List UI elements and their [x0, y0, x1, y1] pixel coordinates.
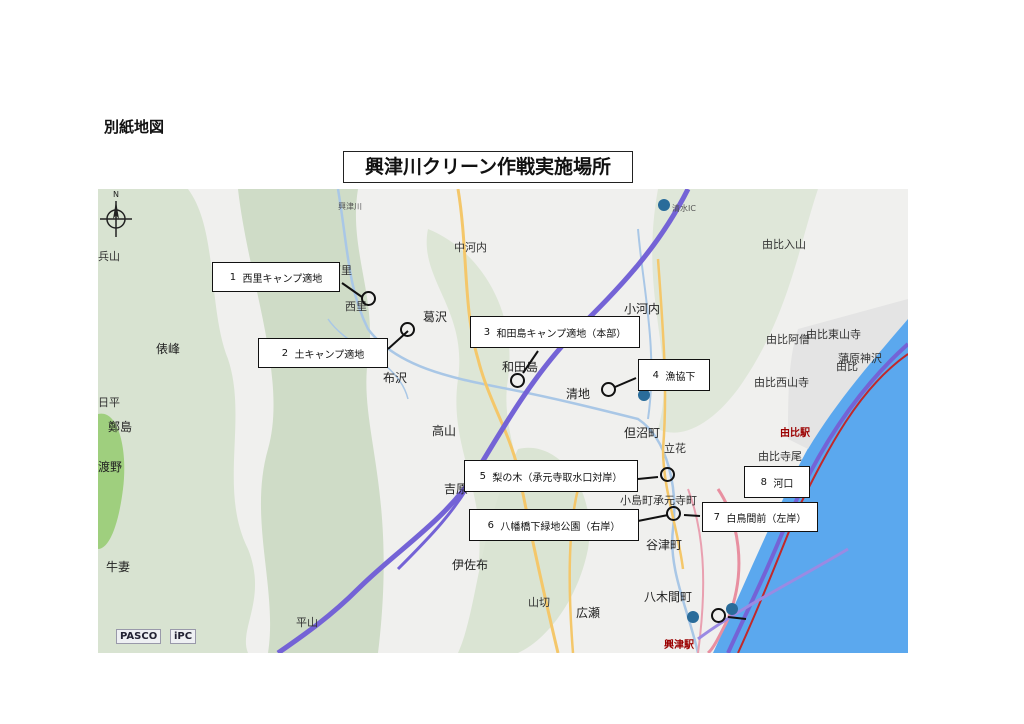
- site-number: 5: [479, 470, 486, 482]
- place-label: 西里: [330, 264, 352, 277]
- place-label: 伊佐布: [452, 558, 489, 572]
- site-1-label[interactable]: 1 西里キャンプ適地: [212, 262, 340, 292]
- site-number: 2: [281, 347, 289, 359]
- site-name: 白鳥間前（左岸）: [726, 513, 807, 525]
- place-label: 高山: [432, 424, 457, 438]
- place-label: 八木間町: [644, 590, 693, 604]
- site-6-marker[interactable]: [666, 506, 681, 521]
- place-label: 中河内: [454, 241, 487, 254]
- station-label: 由比駅: [780, 428, 810, 439]
- place-label: 立花: [664, 442, 686, 455]
- place-label: 布沢: [383, 371, 408, 385]
- site-5-label[interactable]: 5 梨の木（承元寺取水口対岸）: [464, 460, 638, 492]
- site-number: 8: [760, 476, 767, 488]
- place-label: 但沼町: [624, 426, 661, 440]
- site-5-marker[interactable]: [660, 467, 675, 482]
- site-8-marker[interactable]: [711, 608, 726, 623]
- site-name: 和田島キャンプ適地（本部）: [496, 328, 627, 340]
- place-label: 由比阿僧: [766, 333, 810, 346]
- place-label: 兵山: [98, 250, 120, 263]
- site-name: 梨の木（承元寺取水口対岸）: [492, 472, 623, 484]
- site-3-marker[interactable]: [510, 373, 525, 388]
- place-label: 由比入山: [762, 238, 806, 251]
- place-label: 小島町: [620, 494, 653, 507]
- place-label: 吉原: [444, 482, 469, 496]
- site-number: 3: [483, 326, 491, 338]
- place-label: 鄭島: [108, 420, 133, 434]
- ipc-logo: iPC: [170, 629, 197, 644]
- place-label: 広瀬: [576, 606, 601, 620]
- site-name: 土キャンプ適地: [294, 349, 365, 361]
- svg-text:N: N: [113, 190, 119, 199]
- site-name: 漁協下: [665, 371, 696, 383]
- place-label: 蒲原神沢: [838, 352, 882, 365]
- place-label: 由比西山寺: [754, 376, 809, 389]
- site-name: 西里キャンプ適地: [242, 273, 323, 285]
- site-7-label[interactable]: 7 白鳥間前（左岸）: [702, 502, 818, 532]
- site-number: 4: [652, 369, 659, 381]
- site-6-label[interactable]: 6 八幡橋下緑地公園（右岸）: [469, 509, 639, 541]
- site-2-marker[interactable]: [400, 322, 415, 337]
- place-label: 西里: [345, 300, 367, 313]
- site-2-label[interactable]: 2 土キャンプ適地: [258, 338, 388, 368]
- site-4-label[interactable]: 4 漁協下: [638, 359, 710, 391]
- place-label: 由比東山寺: [806, 328, 861, 341]
- site-number: 7: [713, 511, 720, 523]
- place-label: 清水IC: [672, 204, 696, 213]
- place-label: 日平: [98, 396, 120, 409]
- site-name: 河口: [773, 478, 794, 490]
- map-area: N 兵山 西里 西里 葛沢 布沢 俵峰 中河内 小河内 和田島 清地 但沼町 立…: [98, 189, 908, 653]
- place-label: 葛沢: [423, 310, 448, 324]
- place-label: 山切: [528, 596, 550, 609]
- pasco-logo: PASCO: [116, 629, 162, 644]
- place-label: 小河内: [624, 302, 661, 316]
- north-arrow-icon: N: [100, 190, 132, 237]
- site-name: 八幡橋下緑地公園（右岸）: [500, 521, 621, 533]
- site-number: 1: [229, 271, 237, 283]
- place-label: 平山: [296, 616, 318, 629]
- place-label: 清地: [566, 387, 591, 401]
- river-label: 興津川: [338, 202, 362, 211]
- station-label: 興津駅: [664, 640, 694, 651]
- map-title: 興津川クリーン作戦実施場所: [343, 151, 633, 183]
- site-1-marker[interactable]: [361, 291, 376, 306]
- place-label: 谷津町: [646, 538, 683, 552]
- site-4-marker[interactable]: [601, 382, 616, 397]
- site-number: 6: [487, 519, 494, 531]
- place-label: 俵峰: [156, 342, 181, 356]
- place-label: 由比寺尾: [758, 450, 802, 463]
- site-8-label[interactable]: 8 河口: [744, 466, 810, 498]
- place-label: 由比: [836, 360, 858, 373]
- place-label: 渡野: [98, 460, 123, 474]
- place-label: 承元寺町: [653, 494, 697, 507]
- appendix-label: 別紙地図: [104, 118, 165, 136]
- leader-lines: [341, 282, 747, 620]
- place-label: 牛妻: [106, 560, 131, 574]
- site-3-label[interactable]: 3 和田島キャンプ適地（本部）: [470, 316, 640, 348]
